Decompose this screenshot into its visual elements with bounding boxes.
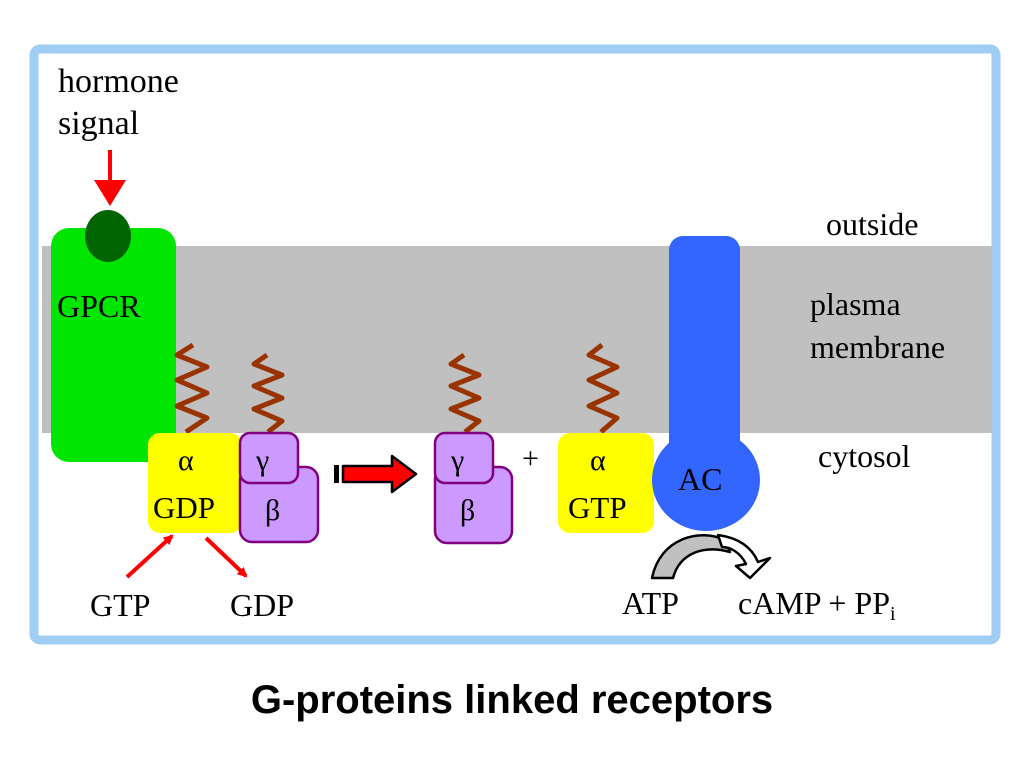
alpha-subunit-gdp <box>148 433 242 533</box>
beta-symbol: β <box>265 494 280 527</box>
gamma-subunit <box>238 431 300 485</box>
lipid-anchor-alpha <box>174 342 210 435</box>
gamma-symbol-free: γ <box>450 444 464 477</box>
cytosol-label: cytosol <box>818 438 911 474</box>
plus-sign: + <box>522 442 539 475</box>
gtp-bound-label: GTP <box>568 490 627 525</box>
alpha-subunit-gtp <box>558 433 654 533</box>
camp-products-label: cAMP + PPi <box>738 585 896 625</box>
lipid-anchor-gamma <box>251 352 285 434</box>
lipid-anchor-gamma-free <box>448 352 482 434</box>
atp-label: ATP <box>622 585 679 621</box>
ac-label: AC <box>678 461 722 497</box>
signal-label-text: signal <box>58 105 139 142</box>
plasma-membrane-band <box>42 246 992 433</box>
hormone-label: hormone <box>58 63 179 100</box>
slide-caption: G-proteins linked receptors <box>250 678 774 722</box>
gdp-out-arrow <box>204 536 248 578</box>
activation-arrow <box>334 454 418 494</box>
gdp-out-label: GDP <box>230 587 294 623</box>
gdp-bound-label: GDP <box>153 490 215 525</box>
gpcr-receptor <box>51 228 176 462</box>
camp-subscript: i <box>890 603 896 625</box>
gtp-in-arrow <box>125 534 174 579</box>
membrane-label: membrane <box>810 329 945 365</box>
gtp-in-label: GTP <box>90 587 150 623</box>
gamma-subunit-free <box>433 431 495 485</box>
outside-label: outside <box>826 206 918 242</box>
adenylyl-cyclase <box>652 236 760 531</box>
alpha-symbol: α <box>178 444 194 477</box>
gpcr-label: GPCR <box>57 288 141 324</box>
atp-conversion-arrow <box>650 533 772 580</box>
camp-products-text: cAMP + PP <box>738 585 890 621</box>
plasma-label: plasma <box>810 286 901 322</box>
hormone-arrow <box>94 150 126 206</box>
gamma-symbol: γ <box>255 444 269 477</box>
beta-symbol-free: β <box>460 494 475 527</box>
alpha-symbol-free: α <box>590 444 606 477</box>
lipid-anchor-alpha-free <box>586 343 620 434</box>
hormone-molecule <box>85 210 131 262</box>
